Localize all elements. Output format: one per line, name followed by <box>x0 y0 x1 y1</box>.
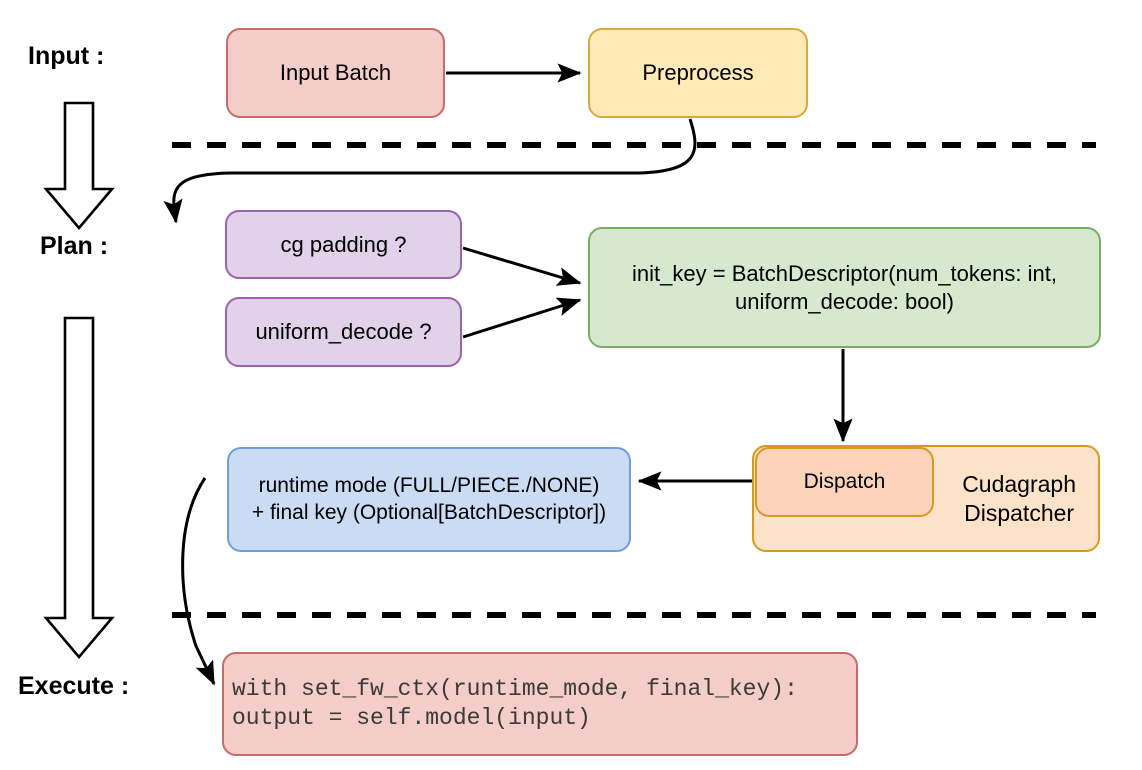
node-preprocess[interactable]: Preprocess <box>588 28 808 118</box>
node-runtime-mode[interactable]: runtime mode (FULL/PIECE./NONE) + final … <box>227 447 631 552</box>
stage-label-input: Input : <box>28 42 105 70</box>
node-uniform-decode[interactable]: uniform_decode ? <box>225 297 462 367</box>
edge-uniform-decode-to-init-key <box>462 297 582 339</box>
node-init-key[interactable]: init_key = BatchDescriptor(num_tokens: i… <box>588 227 1101 348</box>
node-cg-padding[interactable]: cg padding ? <box>225 210 462 279</box>
edge-preprocess-to-cg-padding <box>163 118 697 224</box>
edge-cg-padding-to-init-key <box>462 246 582 286</box>
stage-label-plan: Plan : <box>40 232 109 260</box>
plan-to-execute-block-arrow <box>43 316 115 660</box>
node-input-batch[interactable]: Input Batch <box>226 28 445 118</box>
edge-runtime-mode-to-exec-code <box>181 477 216 686</box>
node-execute-code-block[interactable]: with set_fw_ctx(runtime_mode, final_key)… <box>222 652 858 756</box>
stage-label-execute: Execute : <box>18 672 130 700</box>
input-to-plan-block-arrow <box>43 101 115 231</box>
node-dispatch[interactable]: Dispatch <box>755 447 934 517</box>
